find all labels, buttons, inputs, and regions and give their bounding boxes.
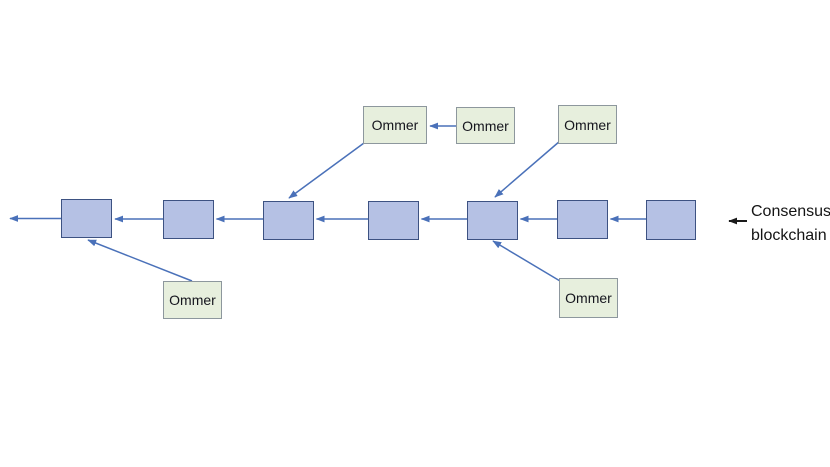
- chain-block-5: [467, 201, 518, 240]
- consensus-label-line-2: blockchain: [751, 227, 827, 244]
- consensus-blockchain-label: Consensus blockchain: [751, 200, 830, 248]
- chain-block-1: [61, 199, 112, 238]
- ommer-box-top-middle: Ommer: [456, 107, 515, 144]
- ommer-box-bottom-right: Ommer: [559, 278, 618, 318]
- chain-block-2: [163, 200, 214, 239]
- ommer-box-top-right: Ommer: [558, 105, 617, 144]
- ommer-label: Ommer: [169, 292, 216, 308]
- consensus-label-line-1: Consensus: [751, 203, 830, 220]
- chain-block-3: [263, 201, 314, 240]
- arrow-ommer-top-left-to-block-3: [288, 142, 365, 199]
- arrow-ommer-top-right-to-block-5: [494, 140, 561, 198]
- ommer-label: Ommer: [564, 116, 611, 133]
- arrow-ommer-bottom-left-to-block-1: [87, 239, 193, 282]
- ommer-label: Ommer: [462, 117, 509, 134]
- arrow-ommer-bottom-right-to-block-5: [492, 240, 561, 282]
- chain-block-6: [557, 200, 608, 239]
- ommer-box-bottom-left: Ommer: [163, 281, 222, 319]
- chain-block-4: [368, 201, 419, 240]
- chain-block-7: [646, 200, 696, 240]
- ommer-box-top-left: Ommer: [363, 106, 427, 144]
- ommer-label: Ommer: [371, 117, 419, 133]
- ommer-label: Ommer: [565, 290, 612, 306]
